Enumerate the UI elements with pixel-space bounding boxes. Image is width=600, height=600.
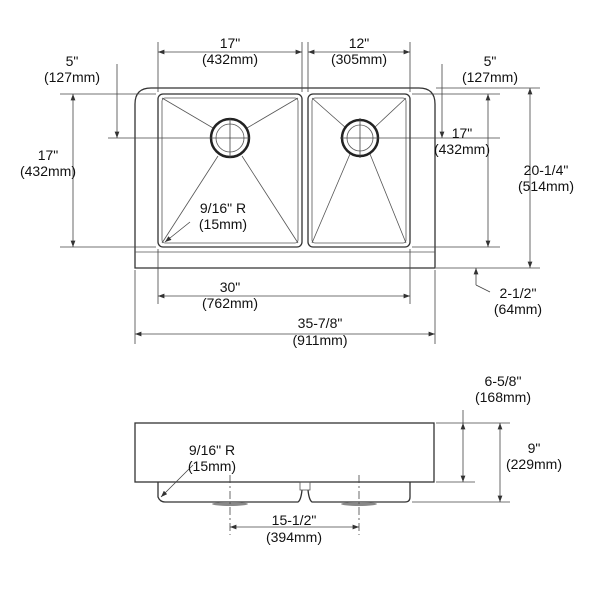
- dim-left-bowl-depth-mm: (432mm): [20, 163, 76, 179]
- dim-right-bowl-depth-mm: (432mm): [434, 141, 490, 157]
- dim-drain-offset-right: 5": [484, 53, 497, 69]
- right-bowl: [307, 93, 411, 248]
- dim-overall-width-mm: (911mm): [293, 332, 348, 348]
- dim-drain-spacing-mm: (394mm): [266, 529, 322, 545]
- dim-drain-offset-left: 5": [66, 53, 79, 69]
- dim-overall-depth: 20-1/4": [524, 162, 569, 178]
- dim-left-bowl-width-mm: (432mm): [202, 51, 258, 67]
- dim-bowls-width-mm: (762mm): [202, 295, 258, 311]
- apron-front: [134, 422, 435, 483]
- dim-right-bowl-depth: 17": [452, 125, 473, 141]
- dim-overall-height: 9": [528, 440, 541, 456]
- dim-apron-mm: (64mm): [494, 301, 542, 317]
- dim-drain-offset-left-mm: (127mm): [44, 69, 100, 85]
- dim-overall-height-mm: (229mm): [506, 456, 562, 472]
- dim-corner-radius: 9/16" R: [200, 200, 246, 216]
- right-bowl-slope-lines: [311, 97, 407, 244]
- dim-drain-offset-right-mm: (127mm): [462, 69, 518, 85]
- dim-apron: 2-1/2": [500, 285, 537, 301]
- left-bowl-profile: [157, 482, 303, 503]
- dim-overall-depth-mm: (514mm): [518, 178, 574, 194]
- front-view: 6-5/8" (168mm) 9" (229mm) 9/16" R (15mm)…: [134, 373, 562, 545]
- dim-apron-height: 6-5/8": [485, 373, 522, 389]
- dim-right-bowl-width: 12": [349, 35, 370, 51]
- left-bowl-slope-lines: [161, 97, 299, 244]
- dim-bowls-width: 30": [220, 279, 241, 295]
- dim-left-bowl-depth: 17": [38, 147, 59, 163]
- dim-right-bowl-width-mm: (305mm): [331, 51, 387, 67]
- left-bowl: [157, 93, 303, 248]
- right-bowl-profile: [307, 482, 411, 503]
- top-view: 17" (432mm) 12" (305mm) 5" (127mm) 5" (1…: [20, 35, 574, 348]
- dim-drain-spacing: 15-1/2": [272, 512, 317, 528]
- dim-front-corner-radius-mm: (15mm): [188, 458, 236, 474]
- dim-corner-radius-mm: (15mm): [199, 216, 247, 232]
- dim-apron-height-mm: (168mm): [475, 389, 531, 405]
- sink-outline: [134, 87, 436, 269]
- dim-front-corner-radius: 9/16" R: [189, 442, 235, 458]
- dim-left-bowl-width: 17": [220, 35, 241, 51]
- dim-overall-width: 35-7/8": [298, 315, 343, 331]
